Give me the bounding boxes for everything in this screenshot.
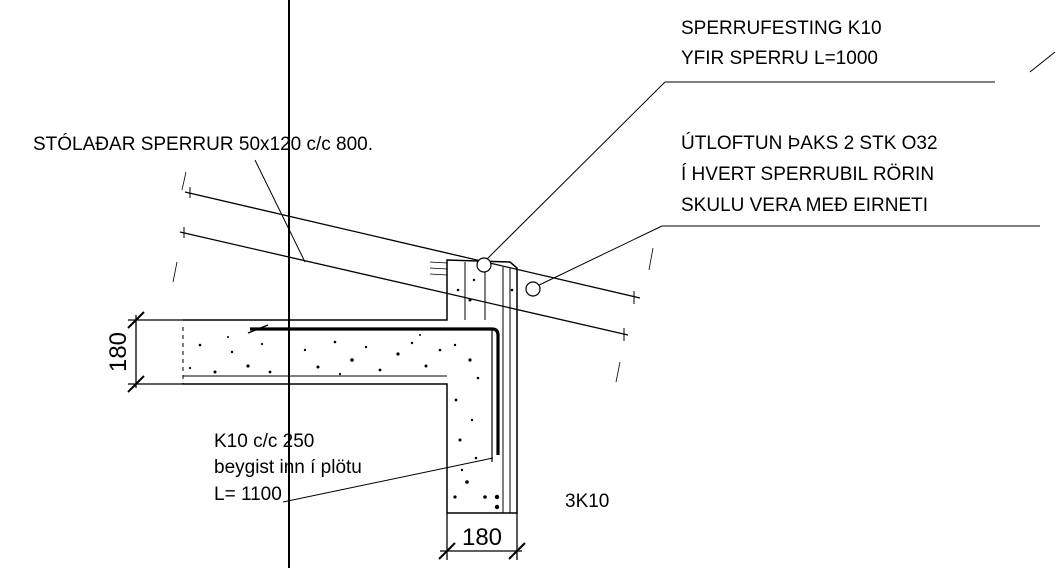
bracket-label-line1: SPERRUFESTING K10 — [681, 18, 882, 39]
rafter-label: STÓLAÐAR SPERRUR 50x120 c/c 800. — [33, 133, 373, 155]
leader-lines — [254, 51, 1056, 503]
vent-label-line1: ÚTLOFTUN ÞAKS 2 STK O32 — [681, 132, 938, 154]
vent-label-line2: Í HVERT SPERRUBIL RÖRIN — [681, 164, 934, 185]
bracket-label-line2: YFIR SPERRU L=1000 — [681, 48, 878, 69]
vent-marker — [525, 281, 541, 297]
bracket-marker — [476, 257, 492, 273]
rebar-label-line1: K10 c/c 250 — [214, 431, 314, 452]
rebar — [247, 324, 500, 462]
rebar-label-line2: beygist inn í plötu — [214, 457, 362, 478]
roof-rafter — [172, 171, 654, 383]
slab-dimension-text: 180 — [105, 332, 132, 372]
wall-dimension-text: 180 — [462, 524, 502, 551]
wall-rebar-label: 3K10 — [565, 491, 609, 512]
wall-dimension — [438, 513, 526, 560]
vent-label-line3: SKULU VERA MEÐ EIRNETI — [681, 195, 928, 216]
rebar-dots — [453, 480, 500, 510]
concrete-slab — [182, 259, 518, 514]
concrete-stippling — [188, 278, 514, 472]
rebar-label-line3: L= 1100 — [214, 484, 282, 505]
slab-dimension — [127, 311, 183, 393]
